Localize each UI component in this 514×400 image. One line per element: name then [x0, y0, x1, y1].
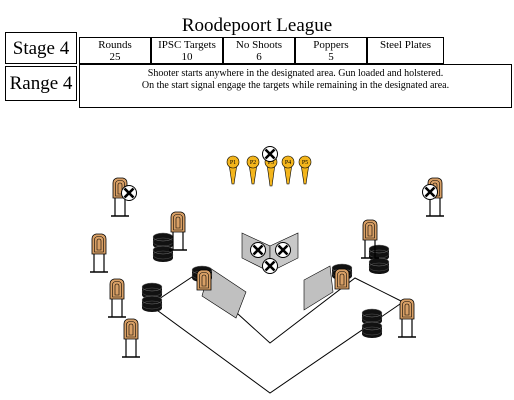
barrel-icon [361, 321, 383, 339]
popper-label: P5 [302, 160, 308, 166]
description-line: On the start signal engage the targets w… [141, 80, 450, 91]
ipsc-target [107, 278, 127, 318]
ipsc-target [334, 268, 350, 290]
barrel-icon [152, 245, 174, 263]
stat-ipsc-targets: IPSC Targets 10 [151, 37, 223, 64]
popper-P1: P1 [226, 155, 240, 185]
popper-label: P3 [268, 160, 274, 166]
stat-label: No Shoots [235, 39, 283, 51]
stat-rounds: Rounds 25 [79, 37, 151, 64]
range-label: Range 4 [5, 66, 77, 101]
popper-P5: P5 [298, 155, 312, 185]
league-title: Roodepoort League [181, 15, 333, 36]
ipsc-target [89, 233, 109, 273]
stat-label: Poppers [313, 39, 349, 51]
ipsc-target [121, 318, 141, 358]
no-shoot-icon [120, 184, 138, 202]
ipsc-target [196, 269, 212, 291]
stat-value: 25 [109, 51, 121, 63]
popper-label: P2 [250, 160, 256, 166]
stage-description: Shooter starts anywhere in the designate… [79, 64, 512, 108]
stage-label: Stage 4 [5, 32, 77, 64]
no-shoot-icon [421, 183, 439, 201]
no-shoot-icon [249, 241, 267, 259]
stat-value: 5 [328, 51, 334, 63]
no-shoot-icon [261, 257, 279, 275]
stat-no-shoots: No Shoots 6 [223, 37, 295, 64]
right-wall [303, 265, 334, 311]
barrel-icon [368, 257, 390, 275]
description-line: Shooter starts anywhere in the designate… [147, 68, 444, 79]
stat-label: Steel Plates [379, 39, 432, 51]
popper-label: P4 [285, 160, 291, 166]
stat-value: 10 [181, 51, 193, 63]
popper-P2: P2 [246, 155, 260, 185]
stat-steel-plates: Steel Plates [367, 37, 444, 64]
no-shoot-icon [274, 241, 292, 259]
ipsc-target [397, 298, 417, 338]
popper-P4: P4 [281, 155, 295, 185]
stat-label: IPSC Targets [158, 39, 216, 51]
popper-label: P1 [230, 160, 236, 166]
stat-value: 6 [256, 51, 262, 63]
stat-label: Rounds [98, 39, 132, 51]
barrel-icon [141, 295, 163, 313]
no-shoot-icon [261, 145, 279, 163]
stat-poppers: Poppers 5 [295, 37, 367, 64]
